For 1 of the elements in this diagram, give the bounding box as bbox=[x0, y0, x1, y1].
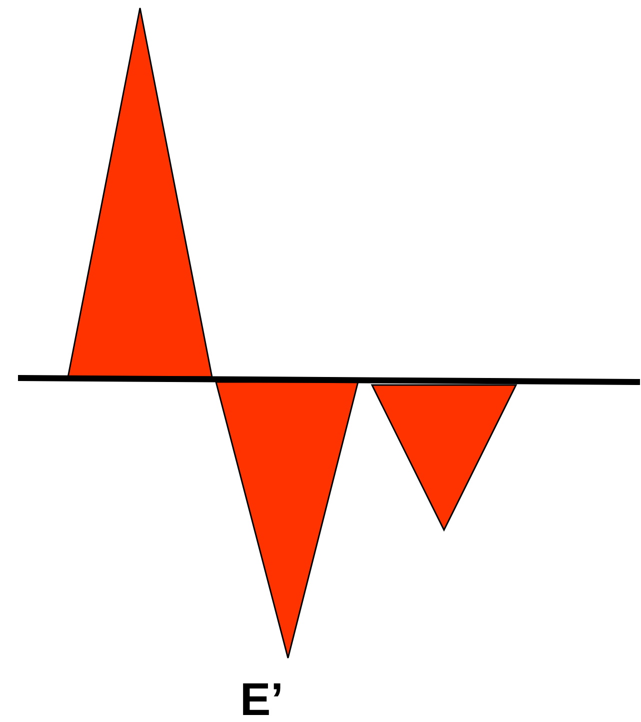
peak-label: E’ bbox=[240, 674, 284, 722]
